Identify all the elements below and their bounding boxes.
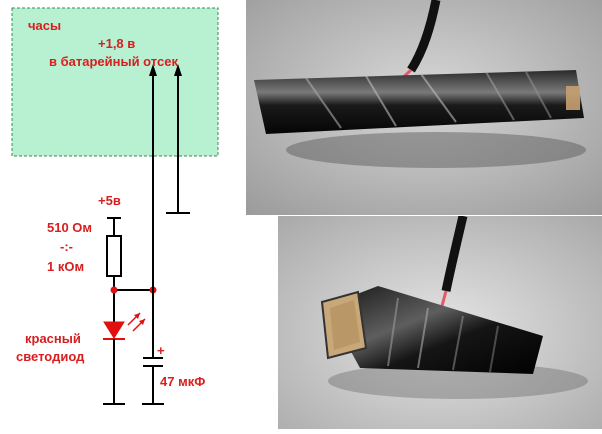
battery-compartment-label: в батарейный отсек [49, 54, 178, 69]
capacitor-label: 47 мкФ [160, 374, 206, 389]
top-photo [246, 0, 602, 215]
resistor-label-mid: -:- [60, 239, 73, 254]
resistor-label-bottom: 1 кОм [47, 259, 85, 274]
supply-label: +5в [98, 193, 121, 208]
led-label-line2: светодиод [16, 349, 85, 364]
voltage-label: +1,8 в [98, 36, 136, 51]
bottom-photo [278, 216, 602, 429]
node-left [110, 286, 118, 294]
arrow-to-clock [149, 64, 157, 76]
clock-label: часы [28, 18, 62, 33]
led-arrowhead-1 [134, 313, 140, 319]
led-arrowhead-2 [139, 319, 145, 325]
schematic-drawing [11, 7, 219, 405]
capacitor-plus-label: + [157, 343, 165, 358]
led-label-line1: красный [25, 331, 81, 346]
clock-box [11, 7, 219, 157]
arrow-clock-ground [174, 64, 182, 76]
led-symbol [103, 321, 125, 339]
circuit-schematic: часы +1,8 в в батарейный отсек +5в 510 О… [0, 0, 245, 429]
resistor-symbol [106, 235, 122, 277]
resistor-label-top: 510 Ом [47, 220, 93, 235]
